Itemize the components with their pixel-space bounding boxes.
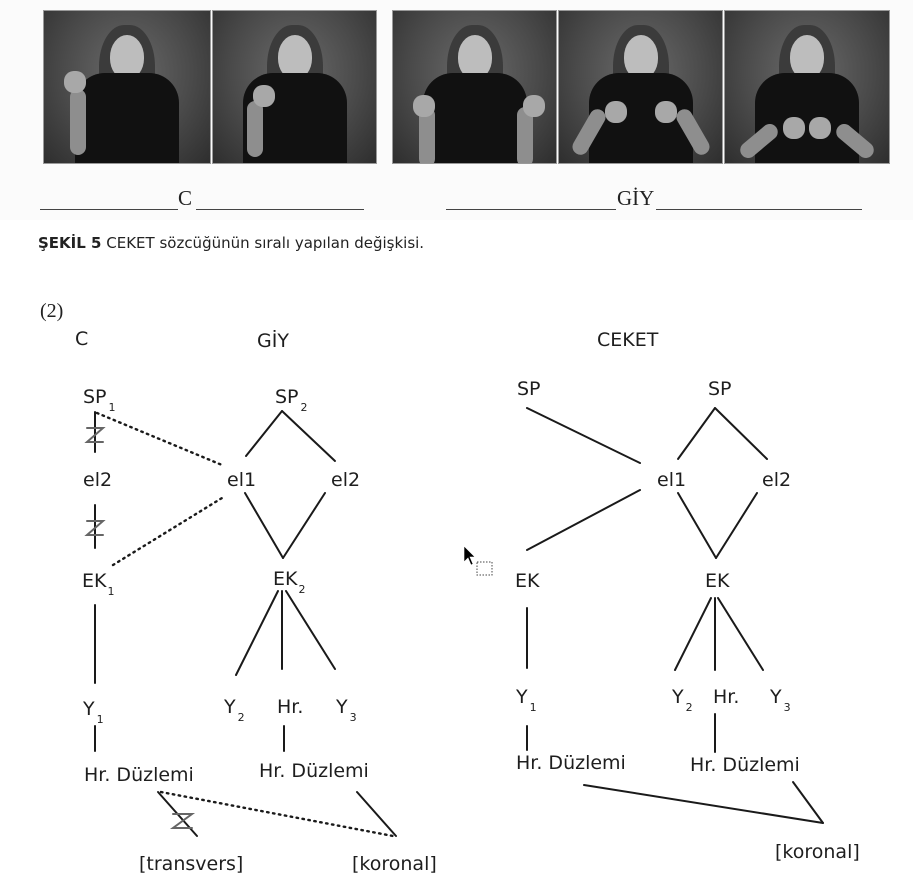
giy-node-plane: Hr. Düzlemi <box>259 760 369 782</box>
ceket-node-value-koronal: [koronal] <box>775 841 860 863</box>
ceket-node-ek-right: EK <box>705 570 730 592</box>
c-underline-left <box>40 209 178 210</box>
giy-node-ek: EK2 <box>273 568 305 596</box>
c-sp-giy-el1-spread-line <box>95 411 224 467</box>
c-underline-right <box>196 209 364 210</box>
photo-c-frame-2 <box>212 10 377 164</box>
c-ek-giy-el1-spread-line <box>111 496 224 567</box>
c-node-plane: Hr. Düzlemi <box>84 764 194 786</box>
ceket-node-sp-right: SP <box>708 378 732 400</box>
ceket-el2-ek-line <box>715 492 758 559</box>
c-plane-koronal-spread-line <box>159 790 395 838</box>
ceket-sp-el1-right-line <box>677 407 716 460</box>
ceket-node-sp-left: SP <box>517 378 541 400</box>
photo-giy-frame-1 <box>392 10 557 164</box>
photo-giy-frame-3 <box>724 10 890 164</box>
ceket-node-el1: el1 <box>657 469 686 491</box>
ceket-ek-y2-line <box>674 597 712 671</box>
caption-text: CEKET sözcüğünün sıralı yapılan değişkis… <box>101 234 425 252</box>
c-node-ek: EK1 <box>82 570 114 598</box>
giy-node-el1: el1 <box>227 469 256 491</box>
giy-el2-ek-line <box>282 492 326 559</box>
giy-ek-y2-line <box>235 590 279 676</box>
figure-caption: ŞEKİL 5 CEKET sözcüğünün sıralı yapılan … <box>38 234 424 252</box>
ceket-sp-el2-line <box>714 407 768 460</box>
giy-plane-value-line <box>356 791 397 837</box>
giy-ek-y3-line <box>285 590 336 670</box>
photo-giy-frame-2 <box>558 10 723 164</box>
giy-underline-left <box>446 209 616 210</box>
giy-node-hr: Hr. <box>277 696 303 718</box>
ceket-left-plane-value-line <box>583 784 824 824</box>
ceket-sp-el1-line <box>526 407 641 464</box>
c-delink-mark-3 <box>169 813 196 829</box>
photo-c-frame-1 <box>43 10 211 164</box>
c-delink-mark-2 <box>84 520 106 536</box>
ceket-node-plane-right: Hr. Düzlemi <box>690 754 800 776</box>
c-node-el2: el2 <box>83 469 112 491</box>
ceket-el1-ek-line <box>677 492 717 559</box>
giy-sp-el1-line <box>245 410 283 457</box>
photo-label-c: C <box>178 186 193 210</box>
example-number: (2) <box>40 300 64 322</box>
mouse-pointer-icon <box>463 545 493 576</box>
ceket-node-el2: el2 <box>762 469 791 491</box>
ceket-ek-el1-line <box>526 489 641 551</box>
tree-title-giy: GİY <box>257 329 289 352</box>
c-node-value-transvers: [transvers] <box>139 853 243 875</box>
ceket-node-ek-left: EK <box>515 570 540 592</box>
ceket-ek-y3-line <box>717 597 764 671</box>
photo-label-giy: GİY <box>617 186 655 210</box>
giy-underline-right <box>656 209 862 210</box>
giy-sp-el2-line <box>281 410 336 462</box>
giy-node-value-koronal: [koronal] <box>352 853 437 875</box>
giy-node-el2: el2 <box>331 469 360 491</box>
c-delink-mark-1 <box>84 427 106 443</box>
ceket-node-plane-left: Hr. Düzlemi <box>516 752 626 774</box>
giy-el1-ek-line <box>244 492 284 559</box>
tree-title-ceket: CEKET <box>597 329 659 351</box>
tree-title-c: C <box>75 328 88 350</box>
ceket-node-hr: Hr. <box>713 686 739 708</box>
photo-strip: C GİY <box>0 0 913 220</box>
ceket-right-plane-value-line <box>792 781 824 824</box>
figure-number: ŞEKİL 5 <box>38 234 102 252</box>
